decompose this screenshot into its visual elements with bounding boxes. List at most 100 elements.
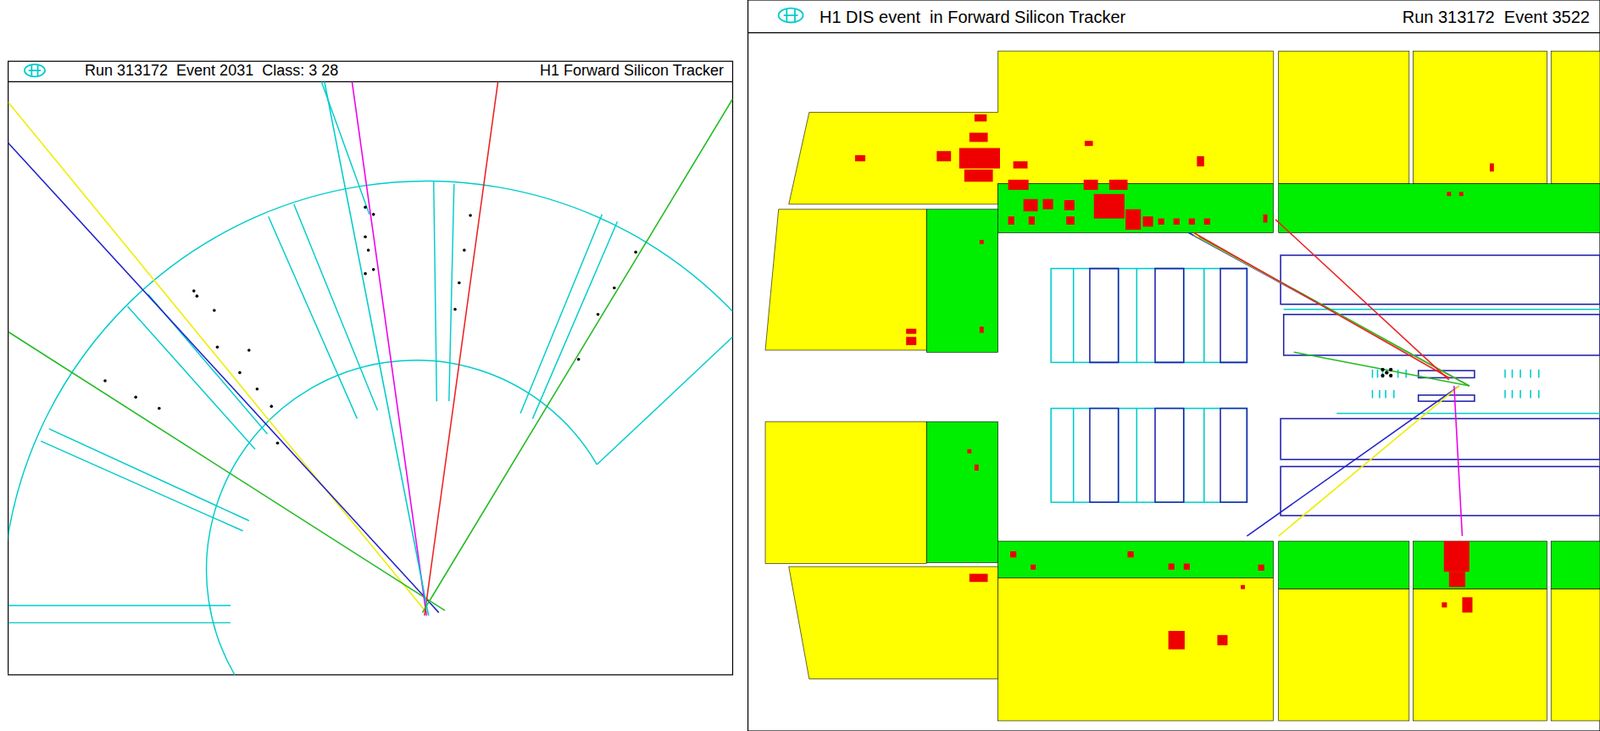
inner-trackers-part (1280, 255, 1600, 305)
energy-deposits-part (1196, 155, 1204, 167)
left-panel-part (8, 81, 734, 83)
silicon-tracker-sectors-part (533, 221, 618, 418)
particle-tracks-part (1275, 219, 1450, 380)
run-info: Run 313172 Event 2031 Class: 3 28 (84, 62, 339, 80)
energy-deposits-part (1183, 563, 1190, 570)
energy-deposits-part (979, 326, 984, 333)
hit-points-part (255, 387, 260, 391)
left-panel (2, 61, 734, 677)
energy-deposits-part (1459, 191, 1464, 196)
inner-trackers-part (1050, 268, 1247, 363)
calorimeter-part (998, 540, 1274, 578)
particle-tracks-part (424, 81, 499, 616)
calorimeter-part (1550, 588, 1600, 721)
particle-tracks-part (8, 143, 439, 613)
inner-trackers-part (1089, 268, 1247, 503)
silicon-tracker-sectors-part (294, 204, 378, 411)
energy-deposits-part (1010, 550, 1017, 557)
hit-points-part (633, 250, 638, 255)
calorimeter-part (1278, 183, 1600, 234)
hit-points-part (269, 404, 273, 408)
h1-logo-part (24, 64, 45, 77)
hit-points-part (238, 371, 242, 375)
silicon-tracker-sectors-part (268, 216, 358, 418)
hit-points-part (372, 212, 376, 217)
calorimeter-part (1278, 540, 1410, 589)
calorimeter-part (1550, 540, 1600, 589)
energy-deposits-part (974, 464, 979, 471)
energy-deposits-part (959, 148, 1000, 169)
energy-deposits-part (1489, 163, 1495, 173)
energy-deposits-part (1173, 218, 1180, 225)
particle-tracks-part (1278, 385, 1460, 536)
particle-tracks-part (1194, 232, 1450, 378)
calorimeter-part (1413, 540, 1548, 589)
run-info: Run 313172 Event 3522 (1402, 7, 1590, 27)
silicon-tracker-sectors-part (206, 360, 598, 675)
calorimeter-part (788, 566, 999, 678)
energy-deposits-part (905, 328, 917, 334)
energy-deposits-part (1028, 216, 1035, 225)
energy-deposits-part (1441, 601, 1447, 607)
hit-points-part (192, 288, 196, 293)
hit-points-part (1388, 373, 1393, 378)
energy-deposits-part (936, 150, 951, 162)
energy-deposits-part (1263, 214, 1268, 223)
energy-deposits-part (1013, 161, 1028, 168)
hit-points (103, 205, 638, 445)
hit-points-part (596, 312, 600, 317)
hit-points-part (366, 248, 371, 252)
energy-deposits-part (1143, 216, 1154, 227)
energy-deposits-part (974, 114, 987, 122)
particle-tracks-part (1246, 385, 1459, 536)
energy-deposits-part (1066, 216, 1075, 225)
calorimeter-part (788, 50, 1274, 205)
silicon-tracker-sectors-part (8, 622, 231, 623)
particle-tracks (8, 81, 734, 616)
energy-deposits-part (1461, 596, 1473, 612)
inner-trackers-part (1073, 268, 1205, 503)
hit-points-part (1380, 373, 1384, 378)
inner-trackers-part (1280, 418, 1600, 460)
display-title: H1 DIS event in Forward Silicon Tracker (819, 7, 1126, 27)
hit-points-part (157, 406, 162, 411)
calorimeter-part (1413, 588, 1548, 721)
calorimeter (765, 50, 1600, 721)
right-panel-part (748, 32, 1600, 34)
energy-deposits-part (964, 169, 994, 182)
h1-logo (24, 64, 45, 77)
energy-deposits-part (905, 336, 917, 345)
calorimeter-part (1550, 50, 1600, 184)
energy-deposits-part (1043, 199, 1054, 210)
silicon-tracker-sectors-part (49, 428, 250, 521)
energy-deposits-part (1216, 634, 1228, 645)
energy-deposits-part (1204, 218, 1211, 225)
particle-tracks-part (8, 101, 428, 612)
hit-points-part (372, 267, 376, 272)
hit-points-part (363, 205, 367, 210)
calorimeter-part (998, 577, 1274, 721)
inner-trackers (1050, 255, 1600, 516)
energy-deposits-part (1444, 540, 1470, 572)
hit-points-part (363, 272, 367, 276)
silicon-tracker-sectors (8, 81, 734, 674)
hit-points (1380, 367, 1393, 378)
energy-deposits-part (1168, 563, 1175, 570)
hit-points-part (1388, 367, 1393, 372)
hit-points-part (216, 345, 220, 350)
hit-points-part (1384, 370, 1389, 374)
energy-deposits-part (1127, 550, 1134, 557)
particle-tracks-part (8, 331, 445, 611)
right-panel (748, 0, 1600, 731)
energy-deposits-part (1240, 584, 1245, 589)
h1-logo-part (778, 8, 804, 23)
inner-trackers-part (1280, 466, 1600, 516)
h1-logo (778, 8, 804, 23)
particle-tracks-part (324, 81, 429, 616)
particle-tracks-part (422, 99, 733, 613)
energy-deposits-part (1023, 199, 1039, 212)
particle-tracks-part (1294, 351, 1470, 386)
energy-deposits-part (1030, 564, 1036, 570)
right-panel-part (748, 0, 1600, 731)
